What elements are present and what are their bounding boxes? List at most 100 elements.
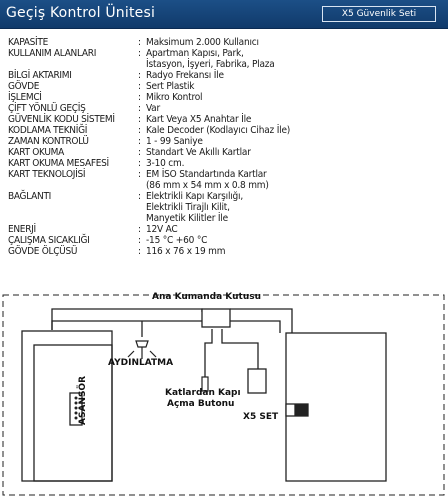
door-button-label-line-1: Katlardan Kapı (165, 388, 241, 398)
spec-value-line: Elektrikli Kapı Karşılığı, (146, 191, 244, 202)
spec-value-line: Manyetik Kilitler İle (146, 213, 228, 224)
spec-value-line: Apartman Kapısı, Park, (146, 48, 244, 59)
spec-label: BİLGİ AKTARIMI (8, 70, 72, 81)
spec-value: Apartman Kapısı, Park,İstasyon, İşyeri, … (146, 48, 438, 70)
spec-value-line: 1 - 99 Saniye (146, 136, 203, 147)
spec-row: KULLANIM ALANLARI: Apartman Kapısı, Park,… (8, 48, 438, 70)
elevator (21, 330, 113, 482)
card-reader-icon (247, 368, 267, 394)
spec-separator: : (138, 235, 142, 246)
wiring-diagram (2, 294, 445, 496)
spec-separator: : (138, 70, 142, 81)
product-badge: X5 Güvenlik Seti (322, 6, 436, 22)
spec-value-line: EM İSO Standartında Kartlar (146, 169, 267, 180)
spec-value-line: 3-10 cm. (146, 158, 185, 169)
spec-separator: : (138, 114, 142, 125)
spec-separator: : (138, 191, 142, 202)
spec-value: 1 - 99 Saniye (146, 136, 438, 147)
spec-separator: : (138, 224, 142, 235)
spec-separator: : (138, 81, 142, 92)
spec-value-line: Maksimum 2.000 Kullanıcı (146, 37, 259, 48)
spec-value: Standart Ve Akıllı Kartlar (146, 147, 438, 158)
elevator-label: ASANSÖR (78, 375, 88, 425)
spec-separator: : (138, 37, 142, 48)
spec-label: ÇALIŞMA SICAKLIĞI (8, 235, 90, 246)
spec-separator: : (138, 125, 142, 136)
spec-separator: : (138, 158, 142, 169)
lamp-icon (127, 340, 157, 359)
spec-row: KODLAMA TEKNİĞİ: Kale Decoder (Kodlayıcı … (8, 125, 438, 136)
spec-row: ÇİFT YÖNLÜ GEÇİŞ: Var (8, 103, 438, 114)
spec-label: ZAMAN KONTROLÜ (8, 136, 89, 147)
spec-label: GÜVENLİK KODU SİSTEMİ (8, 114, 115, 125)
spec-label: GÖVDE (8, 81, 40, 92)
spec-row: GÜVENLİK KODU SİSTEMİ: Kart Veya X5 Anaht… (8, 114, 438, 125)
spec-value: Var (146, 103, 438, 114)
spec-separator: : (138, 169, 142, 180)
spec-row: ENERJİ:12V AC (8, 224, 438, 235)
spec-separator: : (138, 147, 142, 158)
spec-label: KODLAMA TEKNİĞİ (8, 125, 88, 136)
spec-row: BİLGİ AKTARIMI: Radyo Frekansı İle (8, 70, 438, 81)
spec-value: 12V AC (146, 224, 438, 235)
spec-value: Radyo Frekansı İle (146, 70, 438, 81)
spec-row: KART OKUMA MESAFESİ:3-10 cm. (8, 158, 438, 169)
spec-value-line: Kart Veya X5 Anahtar İle (146, 114, 252, 125)
spec-value-line: Standart Ve Akıllı Kartlar (146, 147, 251, 158)
spec-value: Kale Decoder (Kodlayıcı Cihaz İle) (146, 125, 438, 136)
spec-row: GÖVDE ÖLÇÜSÜ:116 x 76 x 19 mm (8, 246, 438, 257)
spec-separator: : (138, 136, 142, 147)
spec-row: KART TEKNOLOJİSİ: EM İSO Standartında Kar… (8, 169, 438, 191)
spec-value-line: Sert Plastik (146, 81, 195, 92)
spec-row: ZAMAN KONTROLÜ:1 - 99 Saniye (8, 136, 438, 147)
spec-value: Kart Veya X5 Anahtar İle (146, 114, 438, 125)
spec-separator: : (138, 92, 142, 103)
spec-value-line: -15 °C +60 °C (146, 235, 208, 246)
spec-separator: : (138, 103, 142, 114)
control-box-label: Ana Kumanda Kutusu (152, 292, 262, 302)
spec-label: ÇİFT YÖNLÜ GEÇİŞ (8, 103, 86, 114)
page-title: Geçiş Kontrol Ünitesi (6, 5, 156, 21)
spec-value-line: Kale Decoder (Kodlayıcı Cihaz İle) (146, 125, 291, 136)
spec-value-line: 12V AC (146, 224, 178, 235)
door-button-icon (201, 376, 209, 392)
door (285, 332, 387, 482)
spec-label: KULLANIM ALANLARI (8, 48, 97, 59)
spec-value: 3-10 cm. (146, 158, 438, 169)
spec-row: ÇALIŞMA SICAKLIĞI: -15 °C +60 °C (8, 235, 438, 246)
spec-label: ENERJİ (8, 224, 36, 235)
spec-row: KART OKUMA: Standart Ve Akıllı Kartlar (8, 147, 438, 158)
spec-label: İŞLEMCİ (8, 92, 42, 103)
x5-set-label: X5 SET (243, 412, 279, 422)
spec-row: KAPASİTE: Maksimum 2.000 Kullanıcı (8, 37, 438, 48)
spec-value: Mikro Kontrol (146, 92, 438, 103)
spec-value-line: Mikro Kontrol (146, 92, 203, 103)
spec-separator: : (138, 246, 142, 257)
spec-value: Sert Plastik (146, 81, 438, 92)
spec-label: GÖVDE ÖLÇÜSÜ (8, 246, 78, 257)
spec-value-line: (86 mm x 54 mm x 0.8 mm) (146, 180, 269, 191)
spec-label: KART OKUMA (8, 147, 64, 158)
spec-value: 116 x 76 x 19 mm (146, 246, 438, 257)
spec-row: GÖVDE: Sert Plastik (8, 81, 438, 92)
door-button-label-line-2: Açma Butonu (167, 399, 235, 409)
spec-row: İŞLEMCİ: Mikro Kontrol (8, 92, 438, 103)
diagram-frame (2, 294, 445, 496)
spec-value: Maksimum 2.000 Kullanıcı (146, 37, 438, 48)
spec-label: KART TEKNOLOJİSİ (8, 169, 86, 180)
spec-value-line: Elektrikli Tirajlı Kilit, (146, 202, 230, 213)
spec-value-line: 116 x 76 x 19 mm (146, 246, 226, 257)
spec-value: Elektrikli Kapı Karşılığı,Elektrikli Tir… (146, 191, 438, 224)
spec-value-line: Var (146, 103, 160, 114)
spec-label: BAĞLANTI (8, 191, 51, 202)
spec-value: EM İSO Standartında Kartlar(86 mm x 54 m… (146, 169, 438, 191)
elevator-buttons (74, 396, 78, 420)
spec-value: -15 °C +60 °C (146, 235, 438, 246)
spec-label: KART OKUMA MESAFESİ (8, 158, 109, 169)
spec-value-line: İstasyon, İşyeri, Fabrika, Plaza (146, 59, 275, 70)
spec-label: KAPASİTE (8, 37, 48, 48)
spec-value-line: Radyo Frekansı İle (146, 70, 224, 81)
title-bar: Geçiş Kontrol Ünitesi X5 Güvenlik Seti (0, 0, 448, 29)
spec-separator: : (138, 48, 142, 59)
